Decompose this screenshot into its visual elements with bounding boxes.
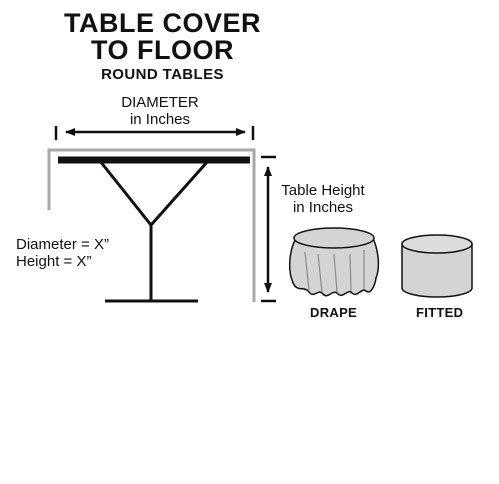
table-cover-outline xyxy=(47,148,256,302)
height-formula: Height = X” xyxy=(16,253,92,270)
title-line-1: TABLE COVER xyxy=(63,8,261,38)
title-line-2: TO FLOOR xyxy=(91,35,234,65)
diameter-label-line-2: in Inches xyxy=(129,111,191,128)
subtitle: ROUND TABLES xyxy=(101,66,224,83)
height-label: Table Height in Inches xyxy=(268,182,378,216)
height-label-line-2: in Inches xyxy=(292,199,354,216)
size-formula: Diameter = X” Height = X” xyxy=(16,236,109,270)
diameter-label-line-1: DIAMETER xyxy=(121,94,199,111)
drape-label: DRAPE xyxy=(310,305,358,320)
height-label-line-1: Table Height xyxy=(281,182,365,199)
diameter-label: DIAMETER in Inches xyxy=(100,94,220,128)
fitted-label: FITTED xyxy=(416,305,464,320)
drape-cover-icon xyxy=(289,227,380,297)
table-support-arms xyxy=(98,160,210,228)
fitted-cover-icon xyxy=(401,234,473,298)
diameter-formula: Diameter = X” xyxy=(16,236,109,253)
